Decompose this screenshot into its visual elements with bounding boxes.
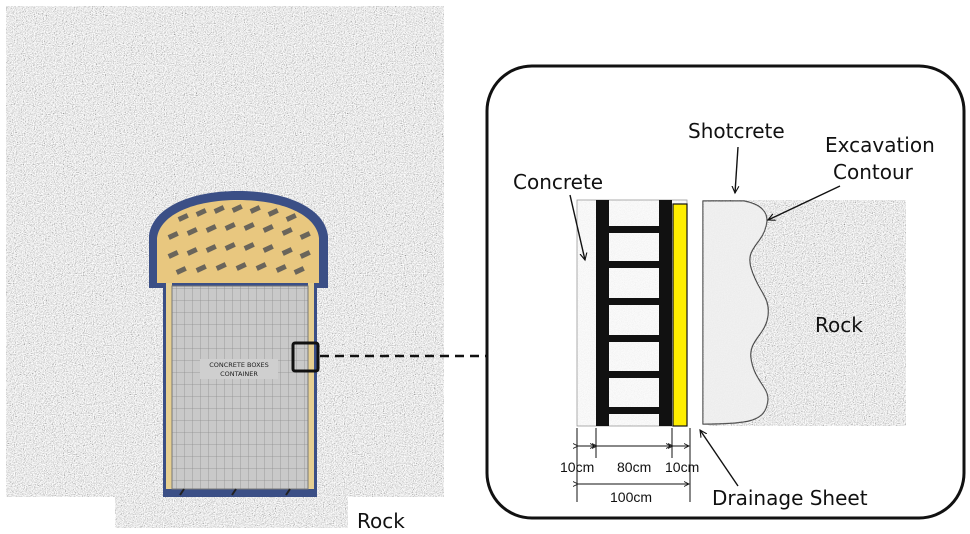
drainage-sheet-label: Drainage Sheet: [712, 486, 868, 510]
dimension-right-label: 10cm: [665, 459, 699, 475]
steel-rail-left: [596, 200, 609, 426]
rock-label-left: Rock: [357, 509, 405, 533]
shotcrete-leader: [735, 146, 738, 193]
concrete-boxes-container: [171, 285, 309, 490]
zoom-marker-box: [291, 341, 320, 373]
floor-supports: [179, 488, 291, 496]
dimension-middle-label: 80cm: [617, 459, 651, 475]
dimension-left-label: 10cm: [560, 459, 594, 475]
inner-lining-left: [166, 283, 172, 489]
tunnel-section: CONCRETE BOXES CONTAINER: [149, 191, 328, 497]
shotcrete-label: Shotcrete: [688, 119, 785, 143]
dimension-lines: [577, 428, 691, 502]
concrete-label: Concrete: [513, 170, 603, 194]
drainage-sheet-leader: [700, 430, 739, 487]
steel-rungs: [609, 226, 659, 414]
container-label-bg: [200, 359, 278, 379]
excavation-contour-label-line2: Contour: [833, 160, 914, 184]
excavation-contour-leader: [768, 185, 841, 220]
excavation-contour-label-line1: Excavation: [825, 133, 935, 157]
steel-rail-right: [659, 200, 672, 426]
container-label-line1: CONCRETE BOXES: [209, 361, 269, 369]
vault-blocks: [167, 204, 311, 275]
lining-detail: [576, 199, 906, 427]
vault-fill: [157, 200, 319, 283]
container-label-line2: CONTAINER: [220, 370, 258, 378]
drainage-sheet: [672, 203, 688, 427]
concrete-leader: [569, 194, 585, 260]
rock-label-right: Rock: [815, 313, 863, 337]
dimension-total-label: 100cm: [610, 489, 652, 505]
inner-lining-right: [308, 283, 314, 489]
shotcrete-speckle: [703, 201, 769, 424]
